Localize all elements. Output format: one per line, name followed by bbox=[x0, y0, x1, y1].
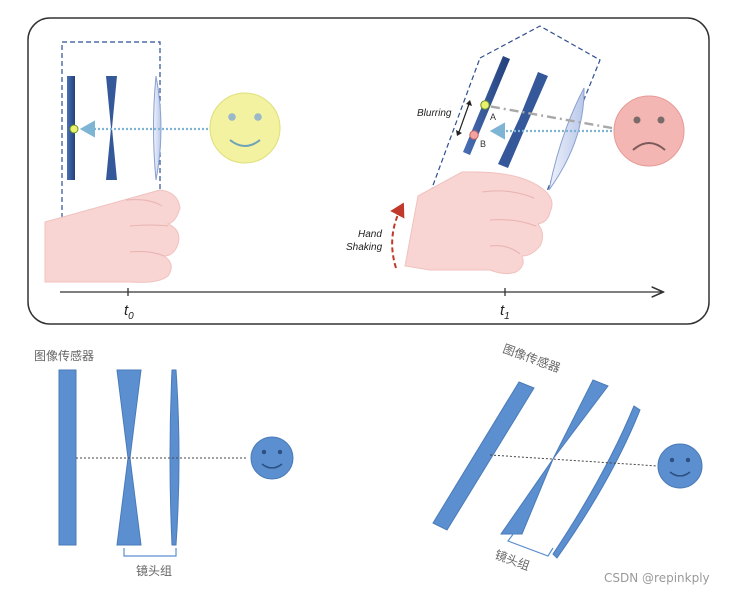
concave-lens-t1 bbox=[498, 72, 548, 168]
bottom-right-lens-group-label: 镜头组 bbox=[493, 547, 532, 573]
t1-label: t1 bbox=[500, 302, 510, 322]
bottom-right-concave-lens bbox=[500, 379, 609, 535]
sad-face bbox=[613, 95, 685, 167]
bottom-left-face bbox=[250, 436, 294, 480]
bottom-left-lens-group-bracket bbox=[123, 548, 177, 557]
hand-t1 bbox=[404, 171, 553, 275]
bottom-left-diagram: 图像传感器 镜头组 bbox=[34, 348, 294, 578]
happy-face bbox=[209, 92, 281, 164]
convex-lens-t0 bbox=[153, 75, 162, 181]
camera-t1: A B Blurring bbox=[417, 25, 613, 197]
watermark: CSDN @repinkply bbox=[604, 571, 710, 585]
happy-face-smile bbox=[229, 139, 261, 147]
camera-t0 bbox=[61, 41, 212, 221]
light-ray-t1-grey bbox=[487, 104, 613, 130]
bottom-right-optical-axis bbox=[489, 454, 659, 467]
sad-face-frown bbox=[632, 142, 666, 151]
bottom-left-convex-lens bbox=[169, 369, 180, 546]
hand-t0 bbox=[44, 189, 181, 283]
bottom-right-face bbox=[657, 443, 703, 489]
hand-shaking-arrow bbox=[390, 202, 405, 269]
point-b bbox=[469, 130, 479, 140]
image-point-t0 bbox=[69, 124, 79, 134]
bottom-left-image-sensor bbox=[58, 369, 77, 546]
happy-face-right-eye bbox=[254, 113, 262, 121]
blurring-label: Blurring bbox=[417, 108, 452, 119]
t0-label: t0 bbox=[124, 302, 134, 322]
bottom-left-lens-group-label: 镜头组 bbox=[136, 563, 172, 578]
bottom-right-lens-group-bracket bbox=[507, 532, 554, 557]
bottom-left-sensor-label: 图像传感器 bbox=[34, 348, 94, 363]
blurring-arrow bbox=[458, 103, 470, 133]
sad-face-left-eye bbox=[633, 116, 641, 124]
happy-face-left-eye bbox=[228, 113, 236, 121]
bottom-right-image-sensor bbox=[432, 381, 535, 531]
convex-lens-t1 bbox=[548, 87, 585, 191]
point-a-label: A bbox=[490, 112, 496, 122]
point-a bbox=[480, 100, 490, 110]
sad-face-right-eye bbox=[657, 116, 665, 124]
bottom-right-diagram: 图像传感器 镜头组 bbox=[432, 341, 703, 573]
bottom-right-convex-lens bbox=[552, 405, 641, 559]
point-b-label: B bbox=[480, 139, 486, 149]
bottom-right-sensor-label: 图像传感器 bbox=[501, 341, 563, 376]
